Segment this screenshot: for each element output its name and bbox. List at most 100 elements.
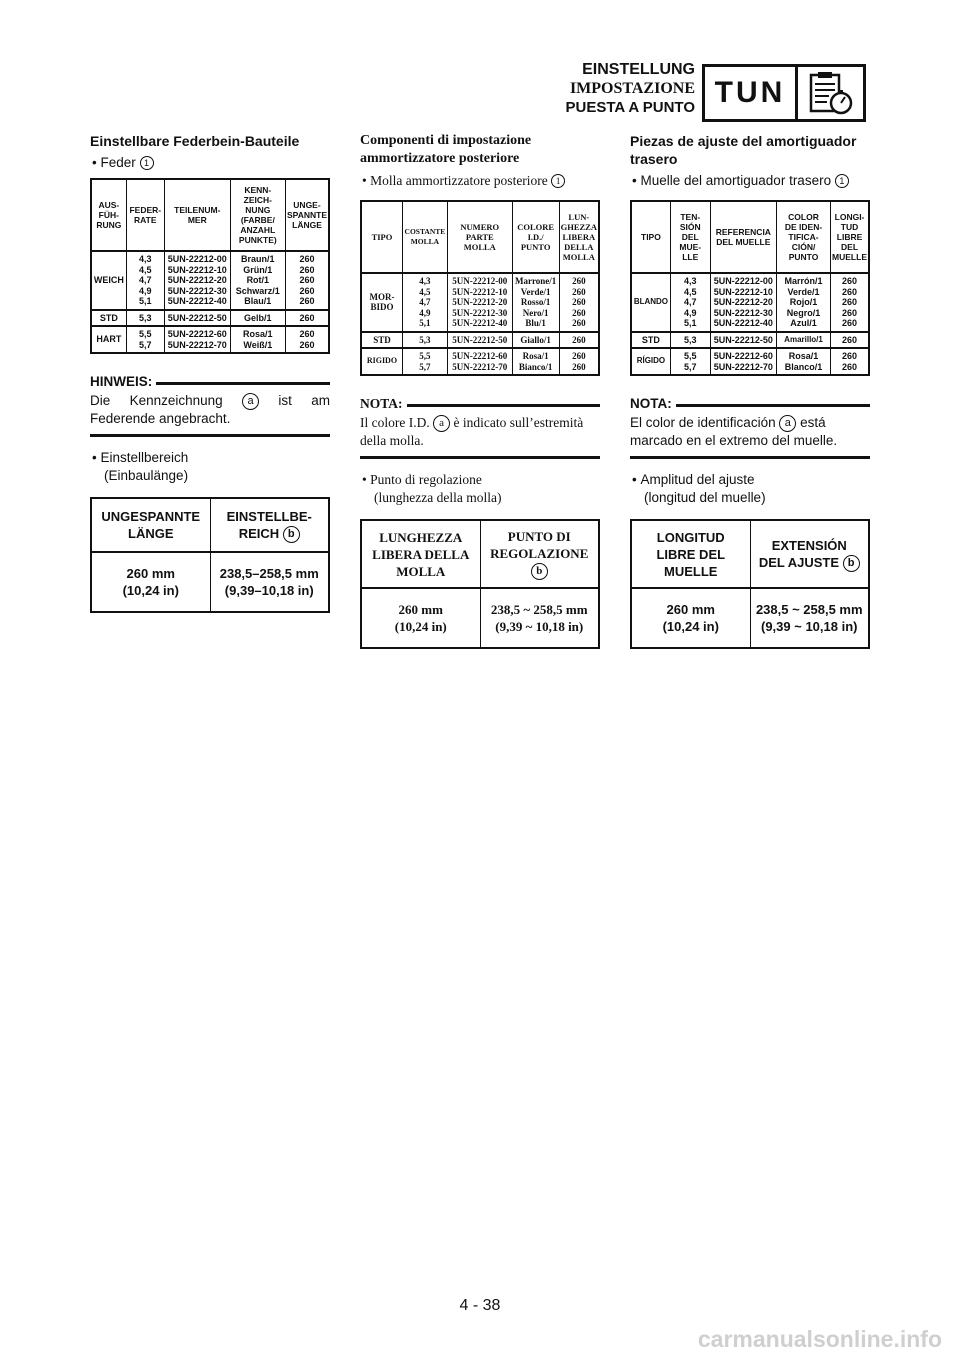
adjust-range-table: UNGESPANNTE LÄNGE EINSTELLBE- REICH b 26…	[90, 497, 330, 613]
reference-marker: b	[530, 563, 548, 580]
note-rule	[156, 382, 330, 385]
column-header: REFERENCIA DEL MUELLE	[709, 200, 778, 274]
spring-rate: 5,3	[125, 308, 165, 327]
free-length: 260 260 260 260 260	[558, 272, 600, 332]
part-number: 5UN-22212-00 5UN-22212-10 5UN-22212-20 5…	[709, 272, 778, 332]
section-title: Piezas de ajuste del amortiguador traser…	[630, 133, 857, 167]
column-spanish: Piezas de ajuste del amortiguador traser…	[630, 132, 870, 649]
header-title-es: PUESTA A PUNTO	[565, 99, 695, 116]
spring-spec-table: AUS- FÜH- RUNG FEDER- RATE TEILENUM- MER…	[90, 178, 330, 354]
note-text: El color de identificación a está marcad…	[630, 414, 870, 459]
column-header: TIPO	[630, 200, 671, 274]
adjust-range-value: 238,5 ~ 258,5 mm (9,39 ~ 10,18 in)	[479, 587, 600, 649]
spring-type: STD	[90, 308, 127, 327]
note-text-pre: Die Kennzeichnung	[90, 393, 223, 408]
id-color: Rosa/1 Weiß/1	[229, 325, 287, 354]
free-length: 260 260	[830, 347, 870, 376]
column-italian: Componenti di impostazione ammortizzator…	[360, 132, 600, 649]
spring-type: BLANDO	[630, 272, 671, 332]
adjust-range-value: 238,5 ~ 258,5 mm (9,39 ~ 10,18 in)	[749, 587, 870, 649]
note-text: Die Kennzeichnung a ist am Federende ang…	[90, 392, 330, 437]
adjust-range-header-text: EXTENSIÓN DEL AJUSTE	[758, 537, 847, 570]
note-text-post: ist am Federende angebracht.	[90, 393, 330, 426]
spring-type: WEICH	[90, 250, 127, 310]
bullet-text: Einstellbereich (Einbaulänge)	[100, 450, 189, 483]
column-header: LUN- GHEZZA LIBERA DELLA MOLLA	[558, 200, 600, 274]
column-header: TIPO	[360, 200, 403, 274]
section-code: TUN	[705, 67, 798, 119]
part-number: 5UN-22212-60 5UN-22212-70	[446, 347, 513, 376]
id-color: Rosa/1 Blanco/1	[775, 347, 832, 376]
column-header: COSTANTE MOLLA	[401, 200, 448, 274]
reference-marker: a	[242, 393, 260, 410]
reference-marker: 1	[551, 174, 566, 188]
bullet-adjust-range: • Amplitud del ajuste (longitud del muel…	[632, 472, 766, 505]
note-title: HINWEIS:	[90, 374, 153, 389]
column-header: COLORE I.D./ PUNTO	[511, 200, 560, 274]
reference-marker: a	[433, 415, 451, 432]
id-color: Giallo/1	[511, 330, 560, 349]
adjust-range-header-text: PUNTO DI REGOLAZIONE	[490, 529, 589, 561]
free-length: 260	[830, 330, 870, 349]
free-length: 260	[558, 330, 600, 349]
note-block: NOTA: El color de identificación a está …	[630, 396, 870, 459]
header-title-it: IMPOSTAZIONE	[569, 80, 695, 97]
free-length-header: LONGITUD LIBRE DEL MUELLE	[630, 519, 751, 589]
column-header: KENN- ZEICH- NUNG (FARBE/ ANZAHL PUNKTE)	[229, 178, 287, 252]
bullet-adjust-range: • Einstellbereich (Einbaulänge)	[92, 450, 189, 483]
adjust-range-table: LONGITUD LIBRE DEL MUELLE EXTENSIÓN DEL …	[630, 519, 870, 649]
free-length-value: 260 mm (10,24 in)	[90, 551, 211, 613]
free-length-header: LUNGHEZZA LIBERA DELLA MOLLA	[360, 519, 481, 589]
header-title-de: EINSTELLUNG	[582, 61, 695, 78]
id-color: Marrón/1 Verde/1 Rojo/1 Negro/1 Azul/1	[775, 272, 832, 332]
section-title: Componenti di impostazione ammortizzator…	[360, 133, 532, 166]
free-length: 260 260 260 260 260	[285, 250, 330, 310]
reference-marker: 1	[834, 174, 849, 188]
spring-rate: 5,5 5,7	[401, 347, 448, 376]
spring-type: HART	[90, 325, 127, 354]
note-title: NOTA:	[360, 396, 403, 411]
spring-spec-table: TIPO COSTANTE MOLLA NUMERO PARTE MOLLA C…	[360, 200, 600, 376]
spring-type: MOR- BIDO	[360, 272, 403, 332]
part-number: 5UN-22212-00 5UN-22212-10 5UN-22212-20 5…	[163, 250, 231, 310]
spring-rate: 4,3 4,5 4,7 4,9 5,1	[669, 272, 711, 332]
part-number: 5UN-22212-50	[163, 308, 231, 327]
note-text-pre: Il colore I.D.	[360, 415, 430, 430]
spring-rate: 5,5 5,7	[125, 325, 165, 354]
note-rule	[406, 404, 600, 407]
note-block: HINWEIS: Die Kennzeichnung a ist am Fede…	[90, 374, 330, 437]
adjust-range-header-text: EINSTELLBE- REICH	[226, 508, 312, 541]
spring-type: STD	[630, 330, 671, 349]
section-title: Einstellbare Federbein-Bauteile	[90, 133, 300, 149]
section-badge: TUN	[702, 64, 866, 122]
free-length-header: UNGESPANNTE LÄNGE	[90, 497, 211, 553]
note-text-pre: El color de identificación	[630, 415, 776, 430]
part-number: 5UN-22212-60 5UN-22212-70	[163, 325, 231, 354]
adjust-range-header: EINSTELLBE- REICH b	[209, 497, 330, 553]
reference-marker: 1	[139, 156, 154, 170]
adjust-range-header: EXTENSIÓN DEL AJUSTE b	[749, 519, 870, 589]
bullet-spring: • Feder 1	[90, 154, 330, 172]
column-german: Einstellbare Federbein-Bauteile • Feder …	[90, 132, 330, 613]
free-length: 260 260	[285, 325, 330, 354]
adjust-range-value: 238,5–258,5 mm (9,39–10,18 in)	[209, 551, 330, 613]
column-header: TEN- SIÓN DEL MUE- LLE	[669, 200, 711, 274]
clipboard-stopwatch-icon	[798, 67, 863, 119]
page-number: 4 - 38	[459, 1297, 501, 1314]
reference-marker: a	[779, 415, 797, 432]
spring-type: RÍGIDO	[630, 347, 671, 376]
id-color: Amarillo/1	[775, 330, 832, 349]
id-color: Gelb/1	[229, 308, 287, 327]
column-header: NUMERO PARTE MOLLA	[446, 200, 513, 274]
adjust-range-table: LUNGHEZZA LIBERA DELLA MOLLA PUNTO DI RE…	[360, 519, 600, 649]
bullet-text: Molla ammortizzatore posteriore	[370, 173, 548, 188]
bullet-spring: • Molla ammortizzatore posteriore 1	[360, 172, 600, 190]
watermark: carmanualsonline.info	[697, 1326, 942, 1352]
spring-type: STD	[360, 330, 403, 349]
part-number: 5UN-22212-50	[709, 330, 778, 349]
spring-rate: 5,3	[401, 330, 448, 349]
spring-rate: 4,3 4,5 4,7 4,9 5,1	[125, 250, 165, 310]
id-color: Braun/1 Grün/1 Rot/1 Schwarz/1 Blau/1	[229, 250, 287, 310]
id-color: Marrone/1 Verde/1 Rosso/1 Nero/1 Blu/1	[511, 272, 560, 332]
spring-type: RIGIDO	[360, 347, 403, 376]
